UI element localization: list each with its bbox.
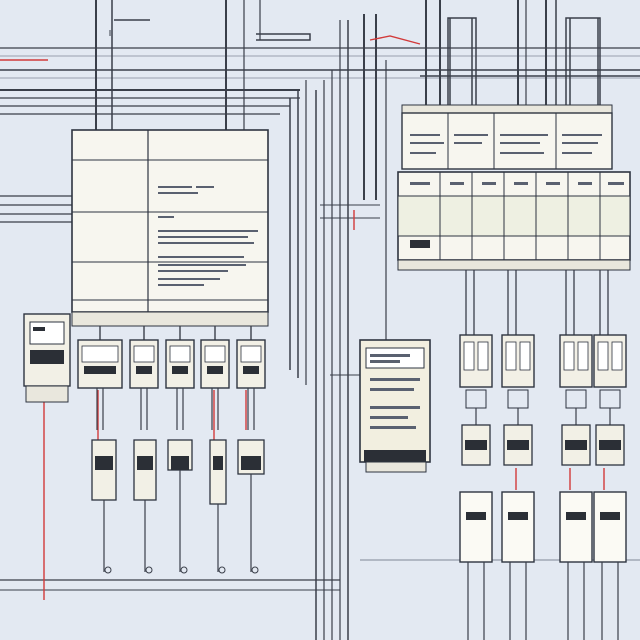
right-device-column [459, 270, 627, 640]
vertical-trunk-wires [95, 0, 599, 640]
fuse [237, 439, 265, 574]
outlet-module [501, 491, 535, 640]
outlet-module [559, 491, 593, 640]
breaker [77, 326, 123, 430]
outlet-module [593, 491, 627, 640]
top-brackets [114, 17, 601, 105]
lower-breaker-rail [397, 171, 631, 271]
fuse [91, 439, 117, 574]
terminal-block [503, 424, 533, 466]
breaker [236, 326, 266, 430]
breaker [200, 326, 230, 430]
contactor [501, 334, 535, 425]
breaker [165, 326, 195, 430]
contactor [559, 334, 593, 425]
panel-text-lines [158, 186, 258, 286]
breaker [129, 326, 159, 430]
live-wires [0, 35, 605, 600]
fuse [133, 439, 157, 574]
outlet-module [459, 491, 493, 640]
main-distribution-panel [71, 129, 269, 327]
meter-box-left [23, 313, 71, 403]
terminal-block [595, 424, 625, 466]
contactor [593, 334, 627, 425]
upper-breaker-rail [401, 104, 613, 170]
fuse [209, 439, 227, 574]
terminal-block [461, 424, 491, 466]
contactor [459, 334, 493, 425]
control-unit-center [359, 339, 431, 473]
terminal-block [561, 424, 591, 466]
breaker-row [77, 326, 266, 574]
fuse [167, 439, 193, 574]
horizontal-bus-wires [0, 47, 640, 591]
